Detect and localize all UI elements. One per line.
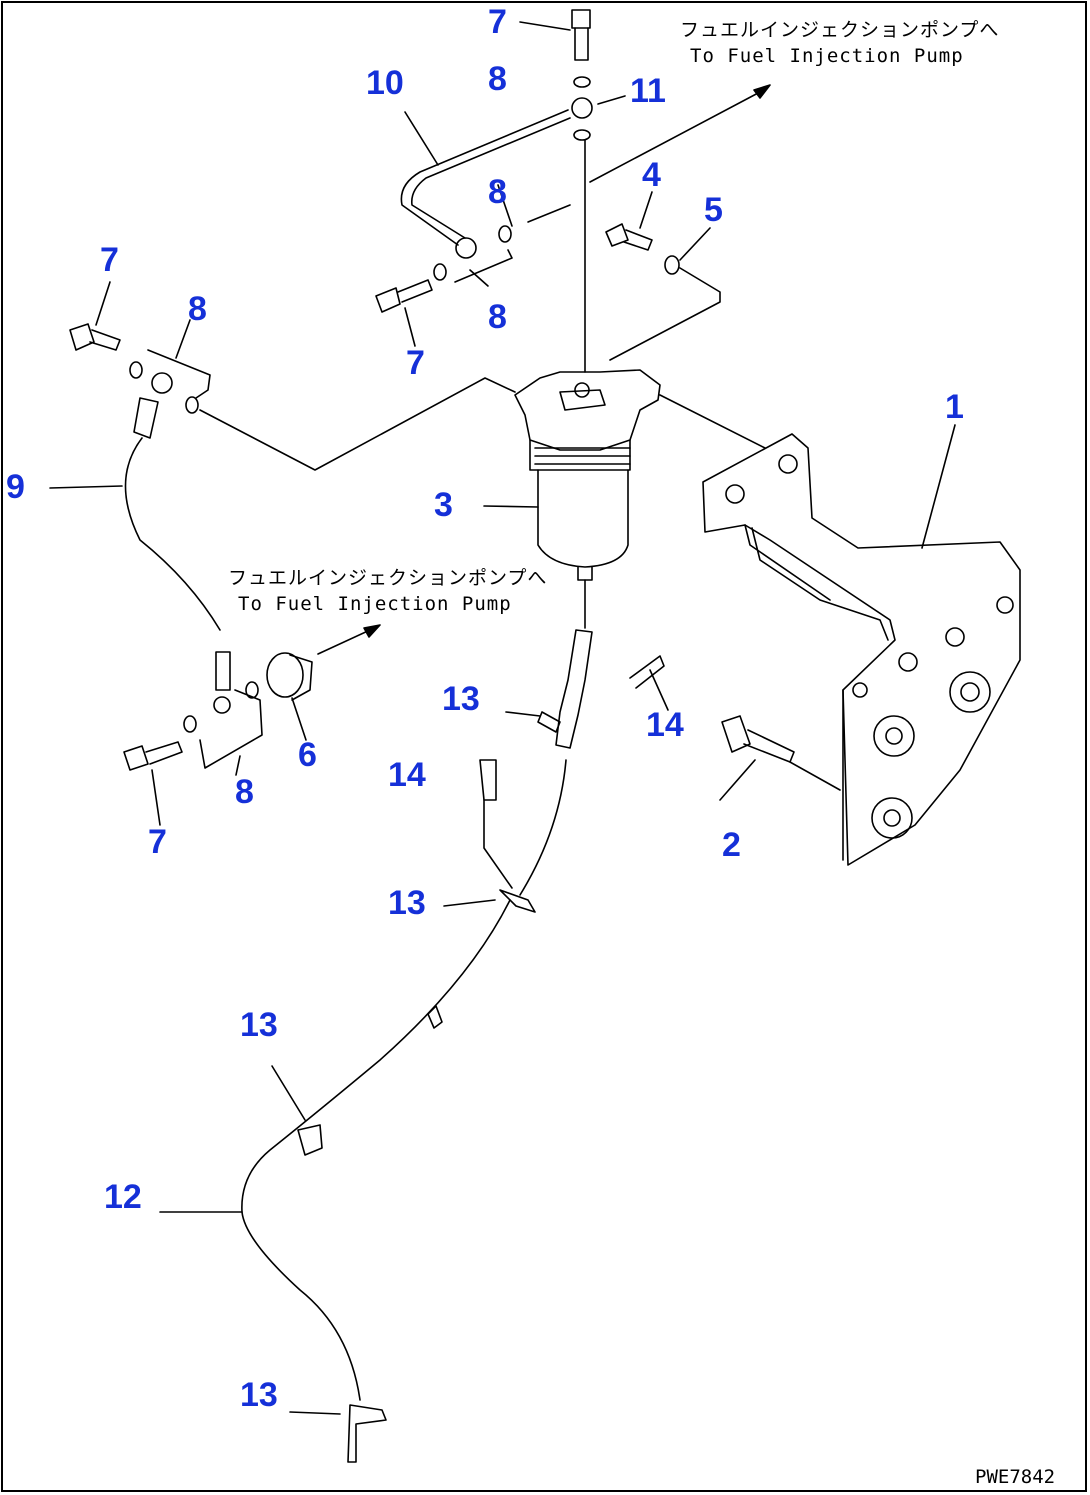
fuel-filter (514, 139, 661, 581)
callout-7-left: 7 (100, 241, 119, 279)
lower-banjo-assembly (123, 651, 263, 771)
callout-8-bottom: 8 (235, 773, 254, 811)
callout-4: 4 (642, 156, 661, 194)
left-banjo-assembly (69, 323, 766, 471)
fuel-hose-9 (49, 437, 221, 631)
note-top-en: To Fuel Injection Pump (690, 45, 964, 67)
callout-8-left: 8 (188, 290, 207, 328)
arrow-to-pump-mid (317, 624, 381, 655)
callout-13-middle: 13 (388, 884, 426, 922)
callout-2: 2 (722, 826, 741, 864)
drawing-code: PWE7842 (975, 1466, 1056, 1488)
callout-7-bottom: 7 (148, 823, 167, 861)
callout-11: 11 (630, 72, 666, 110)
callout-6: 6 (298, 736, 317, 774)
bolt-4 (605, 223, 653, 251)
callout-13-upper: 13 (442, 680, 480, 718)
callout-8-upper: 8 (488, 173, 507, 211)
callout-7-top: 7 (488, 3, 507, 41)
callout-9: 9 (6, 468, 25, 506)
bolt-7-top-left (375, 279, 433, 313)
drain-hose (479, 579, 665, 896)
callout-1: 1 (945, 388, 964, 426)
callout-14-right: 14 (646, 706, 684, 744)
callout-8-top: 8 (488, 60, 507, 98)
callout-7-middle: 7 (406, 344, 425, 382)
callout-12: 12 (104, 1178, 142, 1216)
bracket (702, 433, 1021, 866)
callout-14-left: 14 (388, 756, 426, 794)
fuel-pipe-10 (400, 9, 593, 283)
note-mid-en: To Fuel Injection Pump (238, 593, 512, 615)
callout-5: 5 (704, 191, 723, 229)
callout-13-bottom: 13 (240, 1376, 278, 1414)
bolt-part-2 (721, 715, 841, 791)
washer-5 (609, 255, 721, 361)
note-top-jp: フュエルインジェクションポンプへ (680, 19, 1000, 41)
callout-3: 3 (434, 486, 453, 524)
callout-10: 10 (366, 64, 404, 102)
callout-13-lower: 13 (240, 1006, 278, 1044)
lower-fuel-hose (159, 889, 536, 1463)
note-mid-jp: フュエルインジェクションポンプへ (228, 567, 548, 589)
arrow-to-pump-top (589, 84, 771, 183)
leader-lines (95, 21, 956, 826)
callout-8-middle: 8 (488, 298, 507, 336)
plug-6 (266, 652, 313, 701)
